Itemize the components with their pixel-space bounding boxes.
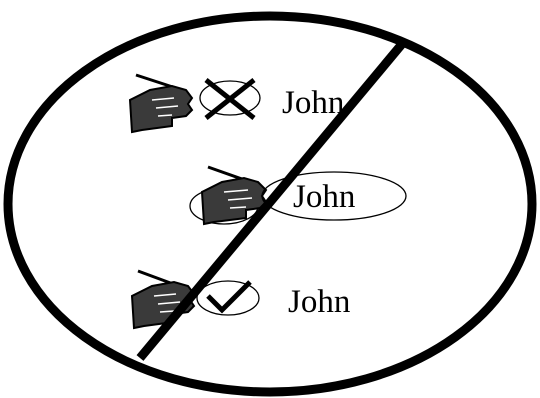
hand-icon [130,75,192,132]
row-check: John [132,271,350,328]
candidate-name: John [288,284,350,320]
candidate-name: John [293,179,355,215]
check-mark-icon [208,282,250,310]
choice-oval [197,281,259,315]
candidate-name: John [282,85,344,121]
cross-mark-icon [206,80,254,118]
row-cross: John [130,75,344,132]
